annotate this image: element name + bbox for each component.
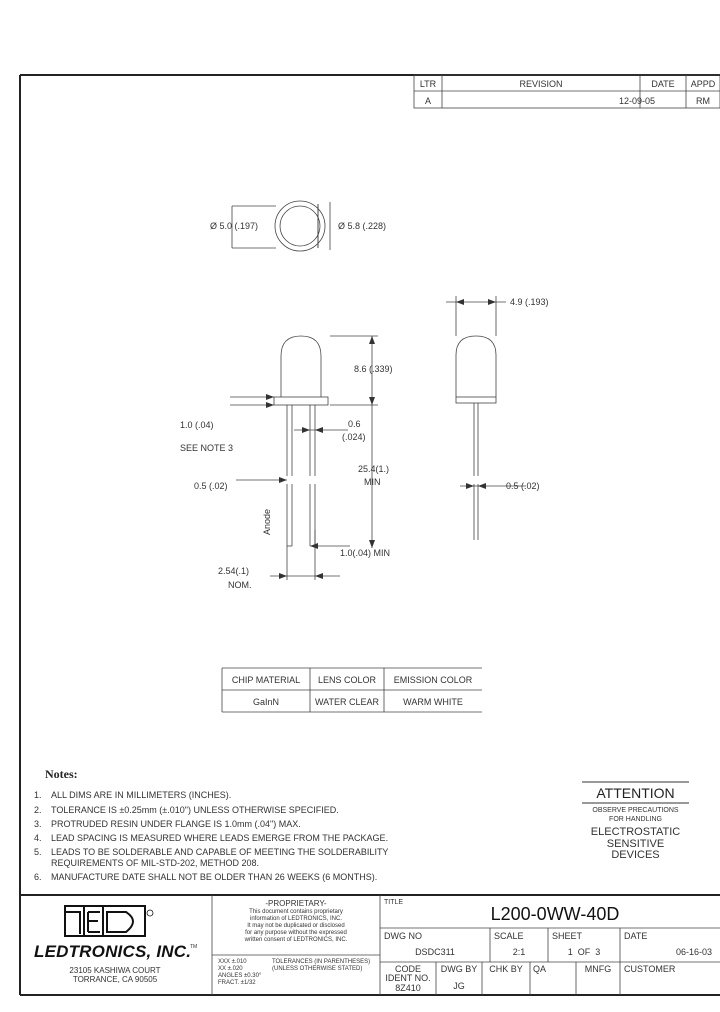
note-number: 5. <box>34 847 42 857</box>
code-label-2: IDENT NO. <box>385 973 431 983</box>
title-block-lines <box>211 895 720 995</box>
dim-lead-spacing: 2.54(.1) <box>218 566 250 576</box>
proprietary-line-1: This document contains proprietary <box>249 909 343 915</box>
revision-block-lines <box>413 74 720 109</box>
rev-header-revision: REVISION <box>519 79 563 89</box>
note-number: 6. <box>34 872 42 882</box>
rev-row-ltr: A <box>424 96 431 106</box>
rev-row-date: 12-09-05 <box>618 96 656 106</box>
dim-bend: 1.0(.04) MIN <box>340 548 391 558</box>
dim-body-height: 8.6 (.339) <box>354 364 393 374</box>
proprietary-line-5: written consent of LEDTRONICS, INC. <box>244 937 348 943</box>
dim-flange-diameter: Ø 5.8 (.228) <box>338 221 387 231</box>
rev-header-ltr: LTR <box>419 79 437 89</box>
dwg-by-value: JG <box>453 981 465 991</box>
notes-title: Notes: <box>45 767 78 781</box>
date-label: DATE <box>624 931 648 941</box>
dim-lead-spacing-nom: NOM. <box>228 580 252 590</box>
attention-line-2: FOR HANDLING <box>609 816 662 823</box>
tolerance-fract: FRACT. ±1/32 <box>218 980 256 986</box>
spec-value-lens: WATER CLEAR <box>314 697 379 707</box>
tolerance-angles: ANGLES ±0.30° <box>218 973 262 979</box>
code-label-1: CODE <box>394 964 421 974</box>
top-view-lines <box>231 200 331 252</box>
note-text: ALL DIMS ARE IN MILLIMETERS (INCHES). <box>51 790 232 800</box>
front-view-lines <box>230 335 378 580</box>
dim-see-note: SEE NOTE 3 <box>180 443 234 453</box>
led-logo-mark <box>64 905 146 937</box>
qa-label: QA <box>533 964 547 974</box>
note-text: MANUFACTURE DATE SHALL NOT BE OLDER THAN… <box>51 872 378 882</box>
note-number: 3. <box>34 819 42 829</box>
note-text: LEADS TO BE SOLDERABLE AND CAPABLE OF ME… <box>51 847 389 868</box>
date-value: 06-16-03 <box>675 947 712 957</box>
address-line-1: 23105 KASHIWA COURT <box>69 966 161 975</box>
spec-value-emission: WARM WHITE <box>403 697 463 707</box>
dim-lead-length-min: MIN <box>364 477 381 487</box>
scale-label: SCALE <box>494 931 524 941</box>
customer-label: CUSTOMER <box>624 964 676 974</box>
scale-value: 2:1 <box>512 947 526 957</box>
tolerance-xxx: XXX ±.010 <box>218 959 247 965</box>
dim-lead-length: 25.4(1.) <box>358 464 390 474</box>
label-anode: Anode <box>262 508 272 535</box>
proprietary-line-2: information of LEDTRONICS, INC. <box>249 916 343 922</box>
dwg-no-value: DSDC311 <box>415 947 455 957</box>
spec-header-lens: LENS COLOR <box>317 675 377 685</box>
dim-side-width: 4.9 (.193) <box>510 297 549 307</box>
code-value: 8Z410 <box>395 983 421 993</box>
attention-line-4: SENSITIVE <box>606 838 665 850</box>
drawing-title: L200-0WW-40D <box>490 904 620 924</box>
proprietary-title: -PROPRIETARY- <box>265 899 327 908</box>
dim-lead-width-right: 0.5 (.02) <box>506 481 540 491</box>
company-tm: TM <box>190 944 198 950</box>
rev-header-appd: APPD <box>690 79 716 89</box>
spec-header-chip: CHIP MATERIAL <box>231 675 301 685</box>
rev-header-date: DATE <box>651 79 675 89</box>
tolerance-xx: XX ±.020 <box>218 966 243 972</box>
spec-header-emission: EMISSION COLOR <box>393 675 473 685</box>
tolerance-note-2: (UNLESS OTHERWISE STATED) <box>272 966 363 972</box>
mnfg-label: MNFG <box>584 964 612 974</box>
dim-body-diameter: Ø 5.0 (.197) <box>210 221 259 231</box>
dim-lead-gap-mm: 0.6 <box>348 419 361 429</box>
proprietary-line-3: It may not be duplicated or disclosed <box>247 923 345 929</box>
registered-mark <box>146 909 154 917</box>
company-name: LEDTRONICS, INC. <box>34 942 192 961</box>
note-text: TOLERANCE IS ±0.25mm (±.010") UNLESS OTH… <box>51 805 339 815</box>
chk-by-label: CHK BY <box>489 964 523 974</box>
note-number: 4. <box>34 833 42 843</box>
note-text: PROTRUDED RESIN UNDER FLANGE IS 1.0mm (.… <box>51 819 301 829</box>
dwg-no-label: DWG NO <box>384 931 422 941</box>
note-text: LEAD SPACING IS MEASURED WHERE LEADS EME… <box>51 833 389 843</box>
note-number: 1. <box>34 790 42 800</box>
tolerance-note-1: TOLERANCES (IN PARENTHESES) <box>272 959 371 965</box>
sheet-value: 1 OF 3 <box>567 947 601 957</box>
attention-lines <box>582 781 689 804</box>
attention-title: ATTENTION <box>596 785 675 801</box>
spec-table-lines <box>221 667 482 713</box>
proprietary-line-4: for any purpose without the expressed <box>245 930 347 936</box>
sheet-label: SHEET <box>552 931 583 941</box>
note-number: 2. <box>34 805 42 815</box>
dim-lead-gap-in: (.024) <box>342 432 366 442</box>
attention-line-5: DEVICES <box>611 849 660 861</box>
spec-value-chip: GaInN <box>252 697 279 707</box>
dim-lead-width-left: 0.5 (.02) <box>194 481 228 491</box>
address-line-2: TORRANCE, CA 90505 <box>72 975 158 984</box>
dim-flange-thickness: 1.0 (.04) <box>180 420 214 430</box>
rev-row-appd: RM <box>696 96 710 106</box>
dwg-by-label: DWG BY <box>440 964 478 974</box>
attention-line-3: ELECTROSTATIC <box>590 826 681 838</box>
attention-line-1: OBSERVE PRECAUTIONS <box>592 807 679 814</box>
dimension-arrows <box>266 299 496 579</box>
title-label: TITLE <box>384 899 404 906</box>
side-view-lines <box>446 296 526 540</box>
